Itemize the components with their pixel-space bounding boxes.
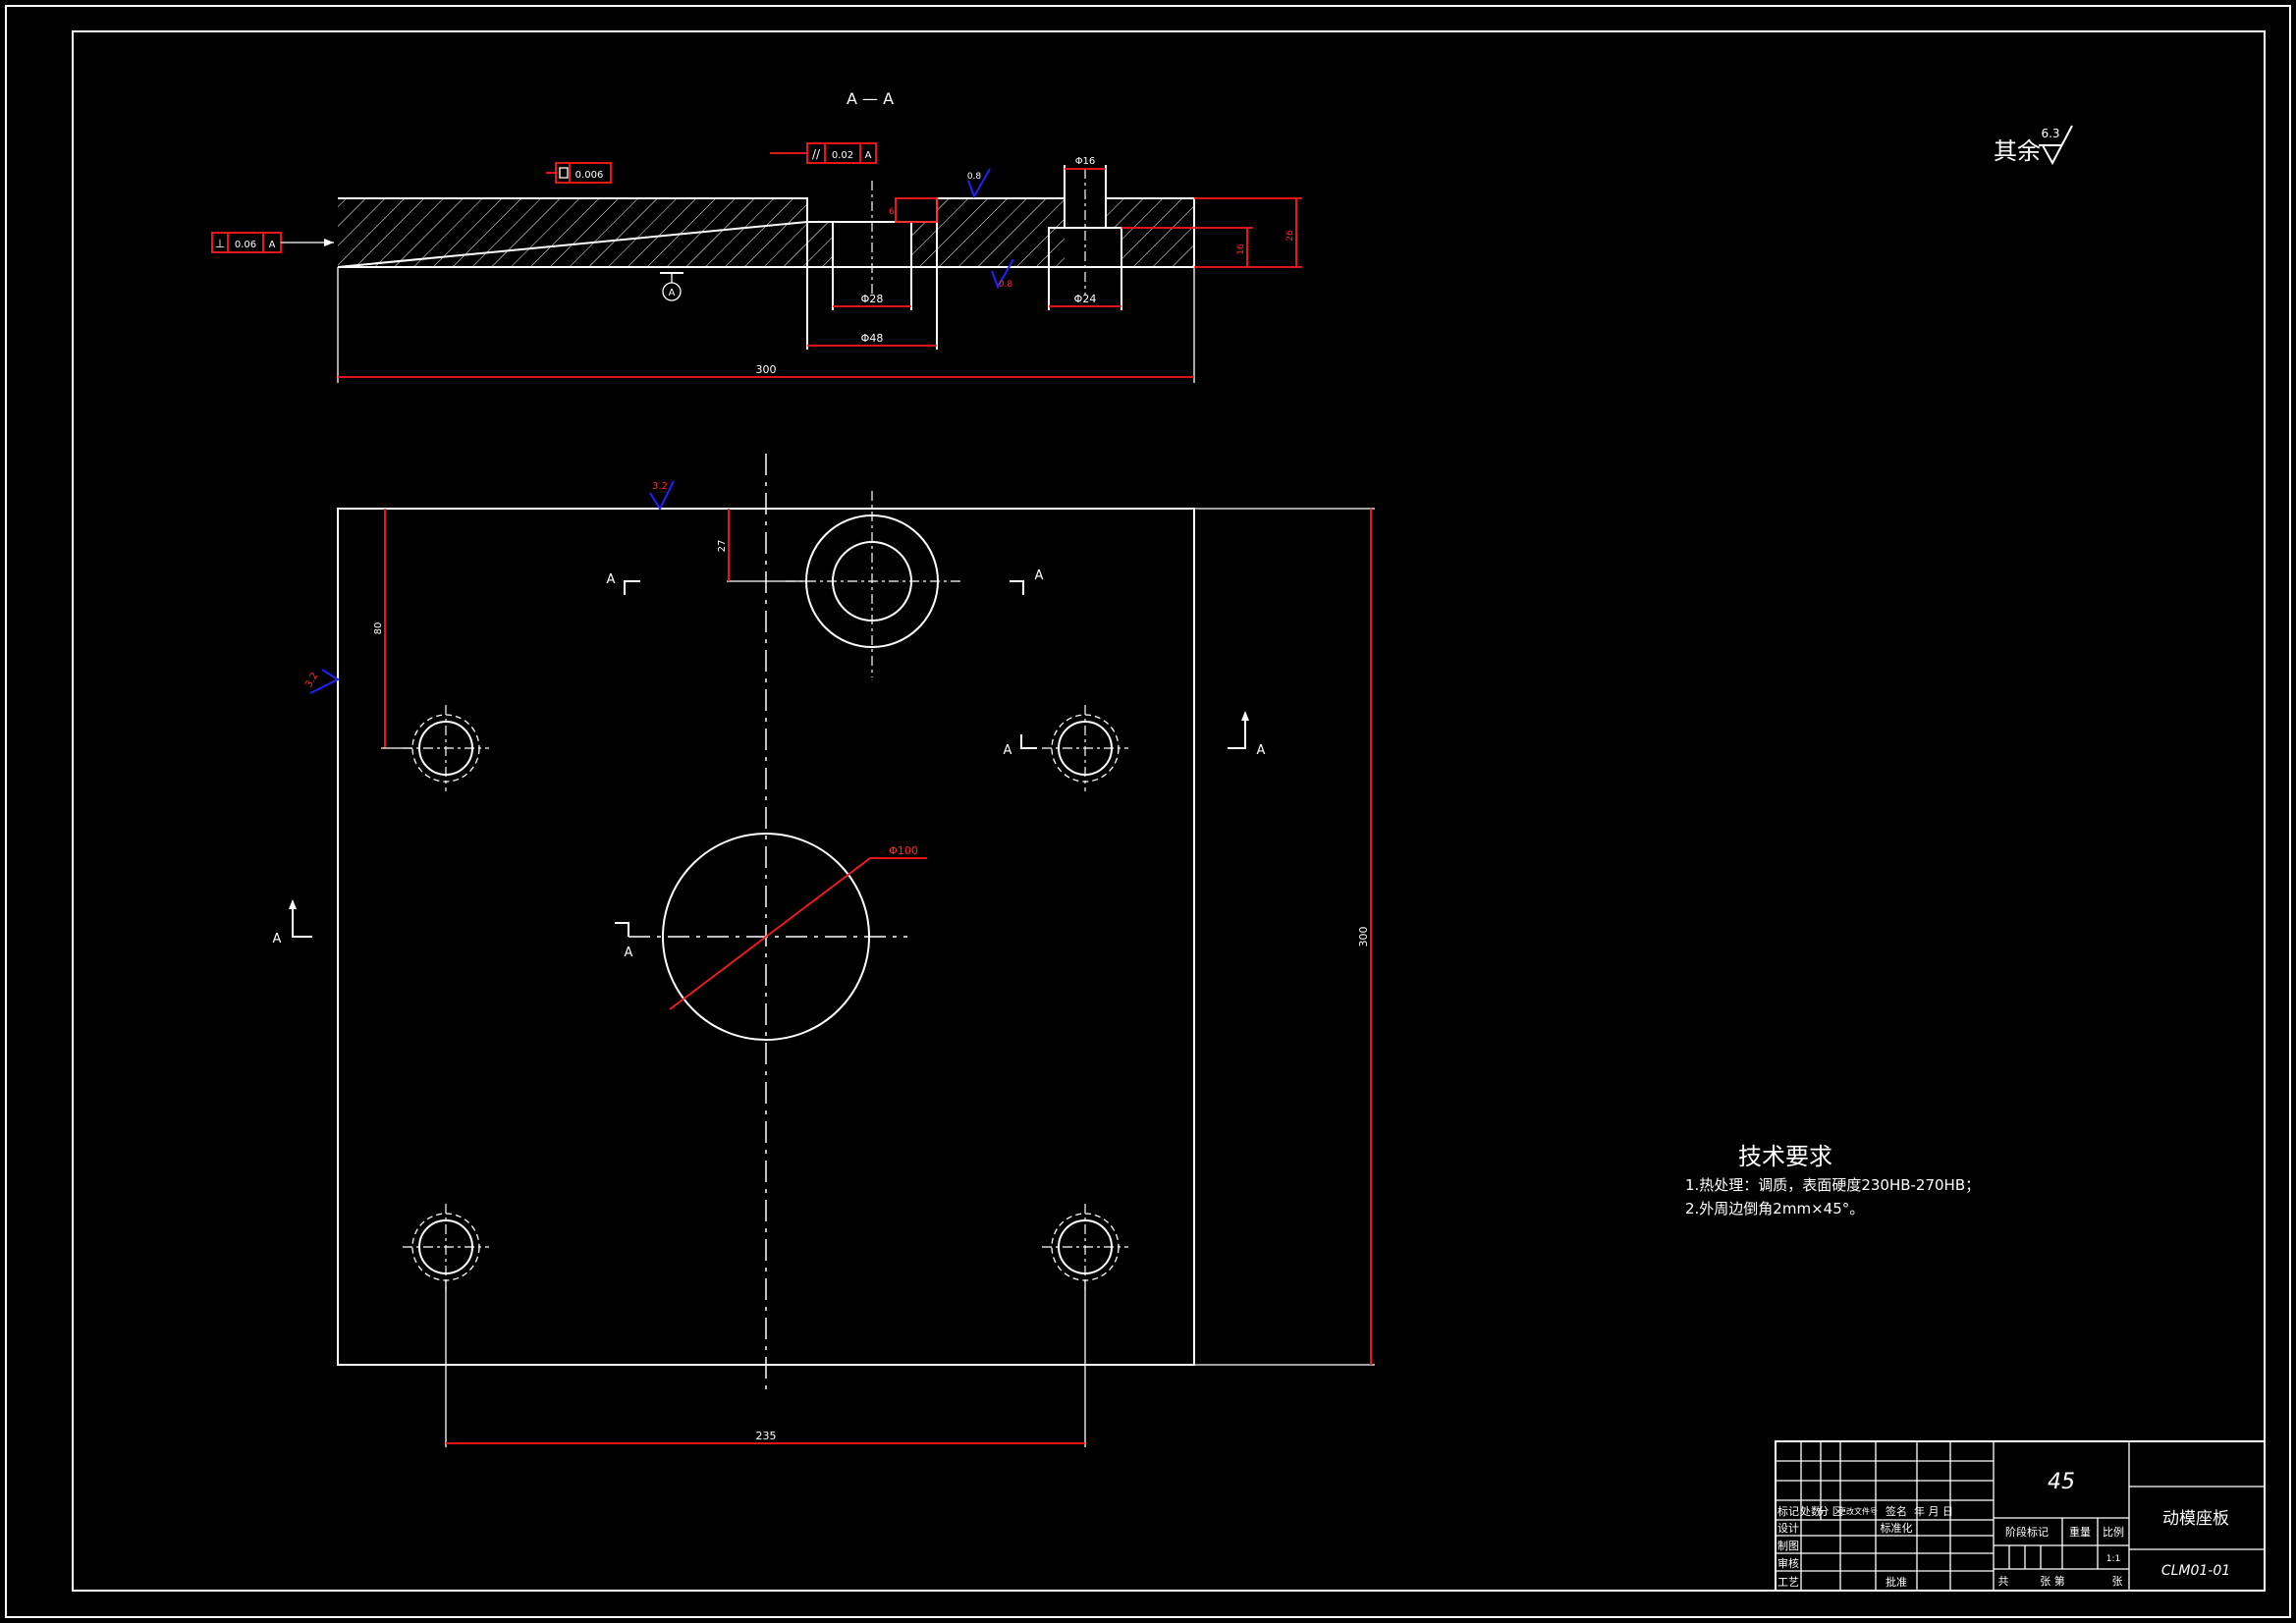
dim-step-text: 6 [889, 207, 895, 217]
hatch-right [1121, 228, 1194, 267]
roughness-plan-top: 3.2 [649, 480, 675, 512]
center-hole [662, 833, 870, 1041]
outer-border [5, 5, 2291, 1618]
svg-text:A: A [273, 932, 282, 947]
groove-box [895, 197, 938, 223]
hatch-mid-b [911, 222, 937, 267]
section-view: A — A 300 Φ28 Φ48 Φ16 [211, 89, 1302, 383]
tb-sign: 签名 [1886, 1504, 1907, 1518]
tb-part-name: 动模座板 [2162, 1509, 2229, 1529]
tb-draw: 制图 [1777, 1540, 1799, 1552]
tb-sheet-of: 张 第 [2040, 1574, 2065, 1588]
dim-phi24-text: Φ24 [1074, 293, 1097, 305]
tb-standardize: 标准化 [1881, 1521, 1913, 1535]
dim-300-text: 300 [756, 363, 777, 376]
hatch-mid-a [807, 222, 833, 267]
flatness-value: 0.006 [575, 170, 604, 181]
screw-hole-tr [1042, 705, 1128, 791]
tb-scale-value: 1:1 [2106, 1554, 2120, 1564]
general-roughness-prefix: 其余 [1994, 137, 2041, 165]
svg-text:A: A [607, 572, 616, 587]
svg-text:A: A [1035, 568, 1044, 583]
screw-hole-tl [403, 705, 489, 791]
dim-phi28-text: Φ28 [861, 293, 884, 305]
plan-view: Φ100 [273, 454, 1375, 1447]
tb-total: 共 [1998, 1575, 2009, 1588]
tb-material: 45 [2048, 1470, 2075, 1494]
svg-text:A: A [1257, 743, 1266, 758]
general-roughness: 其余 6.3 [1994, 125, 2073, 166]
dim-16-text: 16 [1236, 243, 1246, 255]
section-marker-4: A [1228, 711, 1266, 758]
center-hole-leader [669, 857, 871, 1010]
tb-sheet: 张 [2112, 1575, 2123, 1588]
tb-count: 处数 [1800, 1505, 1822, 1518]
tb-review: 审核 [1777, 1556, 1799, 1570]
screw-hole-br [1042, 1204, 1128, 1290]
roughness-plan-left: 3.2 [303, 669, 341, 694]
tb-zone: 分 区 [1818, 1505, 1843, 1518]
roughness-top-value: 0.8 [967, 172, 982, 182]
section-marker-6: A [615, 922, 633, 960]
dim-26-text: 26 [1285, 230, 1295, 242]
notes-title: 技术要求 [1738, 1143, 1832, 1170]
dim-phi48-text: Φ48 [861, 332, 884, 345]
technical-requirements: 技术要求 1.热处理：调质，表面硬度230HB-270HB； 2.外周边倒角2m… [1685, 1143, 1980, 1217]
parallelism-frame: // 0.02 A [770, 142, 877, 164]
section-marker-2: A [1010, 568, 1044, 595]
tb-date: 年 月 日 [1914, 1504, 1953, 1518]
tb-docno: 更改文件号 [1838, 1506, 1878, 1516]
tb-stage-mark: 阶段标记 [2005, 1525, 2049, 1539]
roughness-top-face: 0.8 [967, 168, 991, 199]
section-marker-1: A [607, 572, 640, 595]
roughness-bottom-face: 0.8 [991, 258, 1014, 290]
section-marker-5: A [273, 899, 312, 947]
perpendicularity-datum: A [269, 240, 276, 250]
tb-weight: 重量 [2069, 1525, 2091, 1539]
parallelism-value: 0.02 [832, 150, 853, 161]
roughness-bottom-value: 0.8 [999, 280, 1013, 290]
title-block: 标记 处数 分 区 更改文件号 签名 年 月 日 设计 标准化 制图 审核 工艺… [1775, 1440, 2266, 1592]
perpendicularity-symbol: ⊥ [215, 237, 225, 250]
roughness-plan-top-value: 3.2 [652, 481, 668, 492]
tb-design: 设计 [1777, 1522, 1799, 1535]
dim-phi16-text: Φ16 [1075, 156, 1096, 167]
general-roughness-symbol [2042, 125, 2073, 166]
hatch-right-top [1106, 198, 1194, 228]
hatch-mid-c [937, 198, 1065, 267]
perpendicularity-frame: ⊥ 0.06 A [211, 232, 334, 253]
svg-text:A: A [625, 946, 633, 960]
inner-frame [72, 30, 2266, 1592]
general-roughness-value: 6.3 [2041, 127, 2059, 140]
tb-process: 工艺 [1777, 1576, 1799, 1589]
parallelism-symbol: // [812, 147, 821, 161]
datum-a-symbol: A [660, 272, 683, 301]
flatness-frame: 0.006 [546, 162, 612, 184]
dim-80-text: 80 [373, 622, 384, 635]
section-view-label: A — A [847, 89, 894, 108]
parallelism-datum: A [865, 150, 872, 161]
section-marker-3: A [1004, 734, 1037, 758]
screw-hole-bl [403, 1204, 489, 1290]
tb-approve: 批准 [1886, 1575, 1907, 1589]
center-hole-dim: Φ100 [889, 844, 918, 857]
svg-text:A: A [1004, 743, 1012, 758]
dim-27-text: 27 [717, 540, 728, 553]
notes-item-1: 1.热处理：调质，表面硬度230HB-270HB； [1685, 1176, 1980, 1194]
tb-scale: 比例 [2103, 1525, 2124, 1539]
dim-plan-300-text: 300 [1357, 927, 1370, 947]
hatch-left [338, 198, 807, 267]
datum-a-letter: A [669, 288, 676, 298]
perpendicularity-value: 0.06 [235, 240, 256, 250]
tb-mark: 标记 [1777, 1504, 1799, 1518]
roughness-plan-left-value: 3.2 [303, 671, 320, 689]
notes-item-2: 2.外周边倒角2mm×45°。 [1685, 1200, 1864, 1217]
dim-235-text: 235 [756, 1430, 777, 1442]
tb-drawing-no: CLM01-01 [2161, 1563, 2230, 1579]
